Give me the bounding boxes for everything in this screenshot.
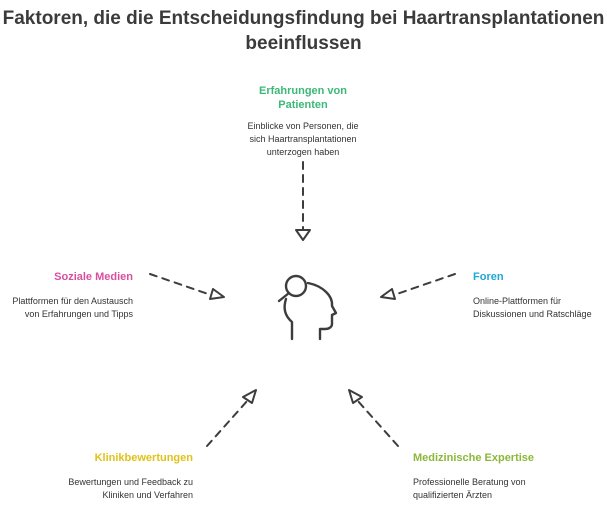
node-forums-label: Foren (473, 271, 504, 283)
node-social-media-label: Soziale Medien (54, 271, 133, 283)
arrow-forums (380, 273, 456, 300)
arrow-medical-expertise (348, 389, 399, 447)
node-medical-expertise-desc: Professionelle Beratung von qualifiziert… (413, 477, 526, 500)
person-search-icon (277, 274, 338, 341)
arrow-social-media (149, 273, 225, 300)
node-medical-expertise-label: Medizinische Expertise (413, 452, 535, 464)
node-clinic-reviews-label: Klinikbewertungen (94, 452, 193, 464)
arrow-clinic-reviews (206, 389, 257, 447)
node-forums-desc: Online-Plattformen für Diskussionen und … (473, 296, 592, 319)
diagram-title: Faktoren, die die Entscheidungsfindung b… (2, 8, 605, 54)
node-clinic-reviews-desc: Bewertungen und Feedback zu Kliniken und… (68, 477, 193, 500)
node-patient-experience-label: Erfahrungen von Patienten (258, 85, 347, 111)
arrow-patient-experience (295, 161, 311, 241)
node-social-media-desc: Plattformen für den Austausch von Erfahr… (12, 296, 133, 319)
node-patient-experience-desc: Einblicke von Personen, die sich Haartra… (247, 121, 359, 157)
